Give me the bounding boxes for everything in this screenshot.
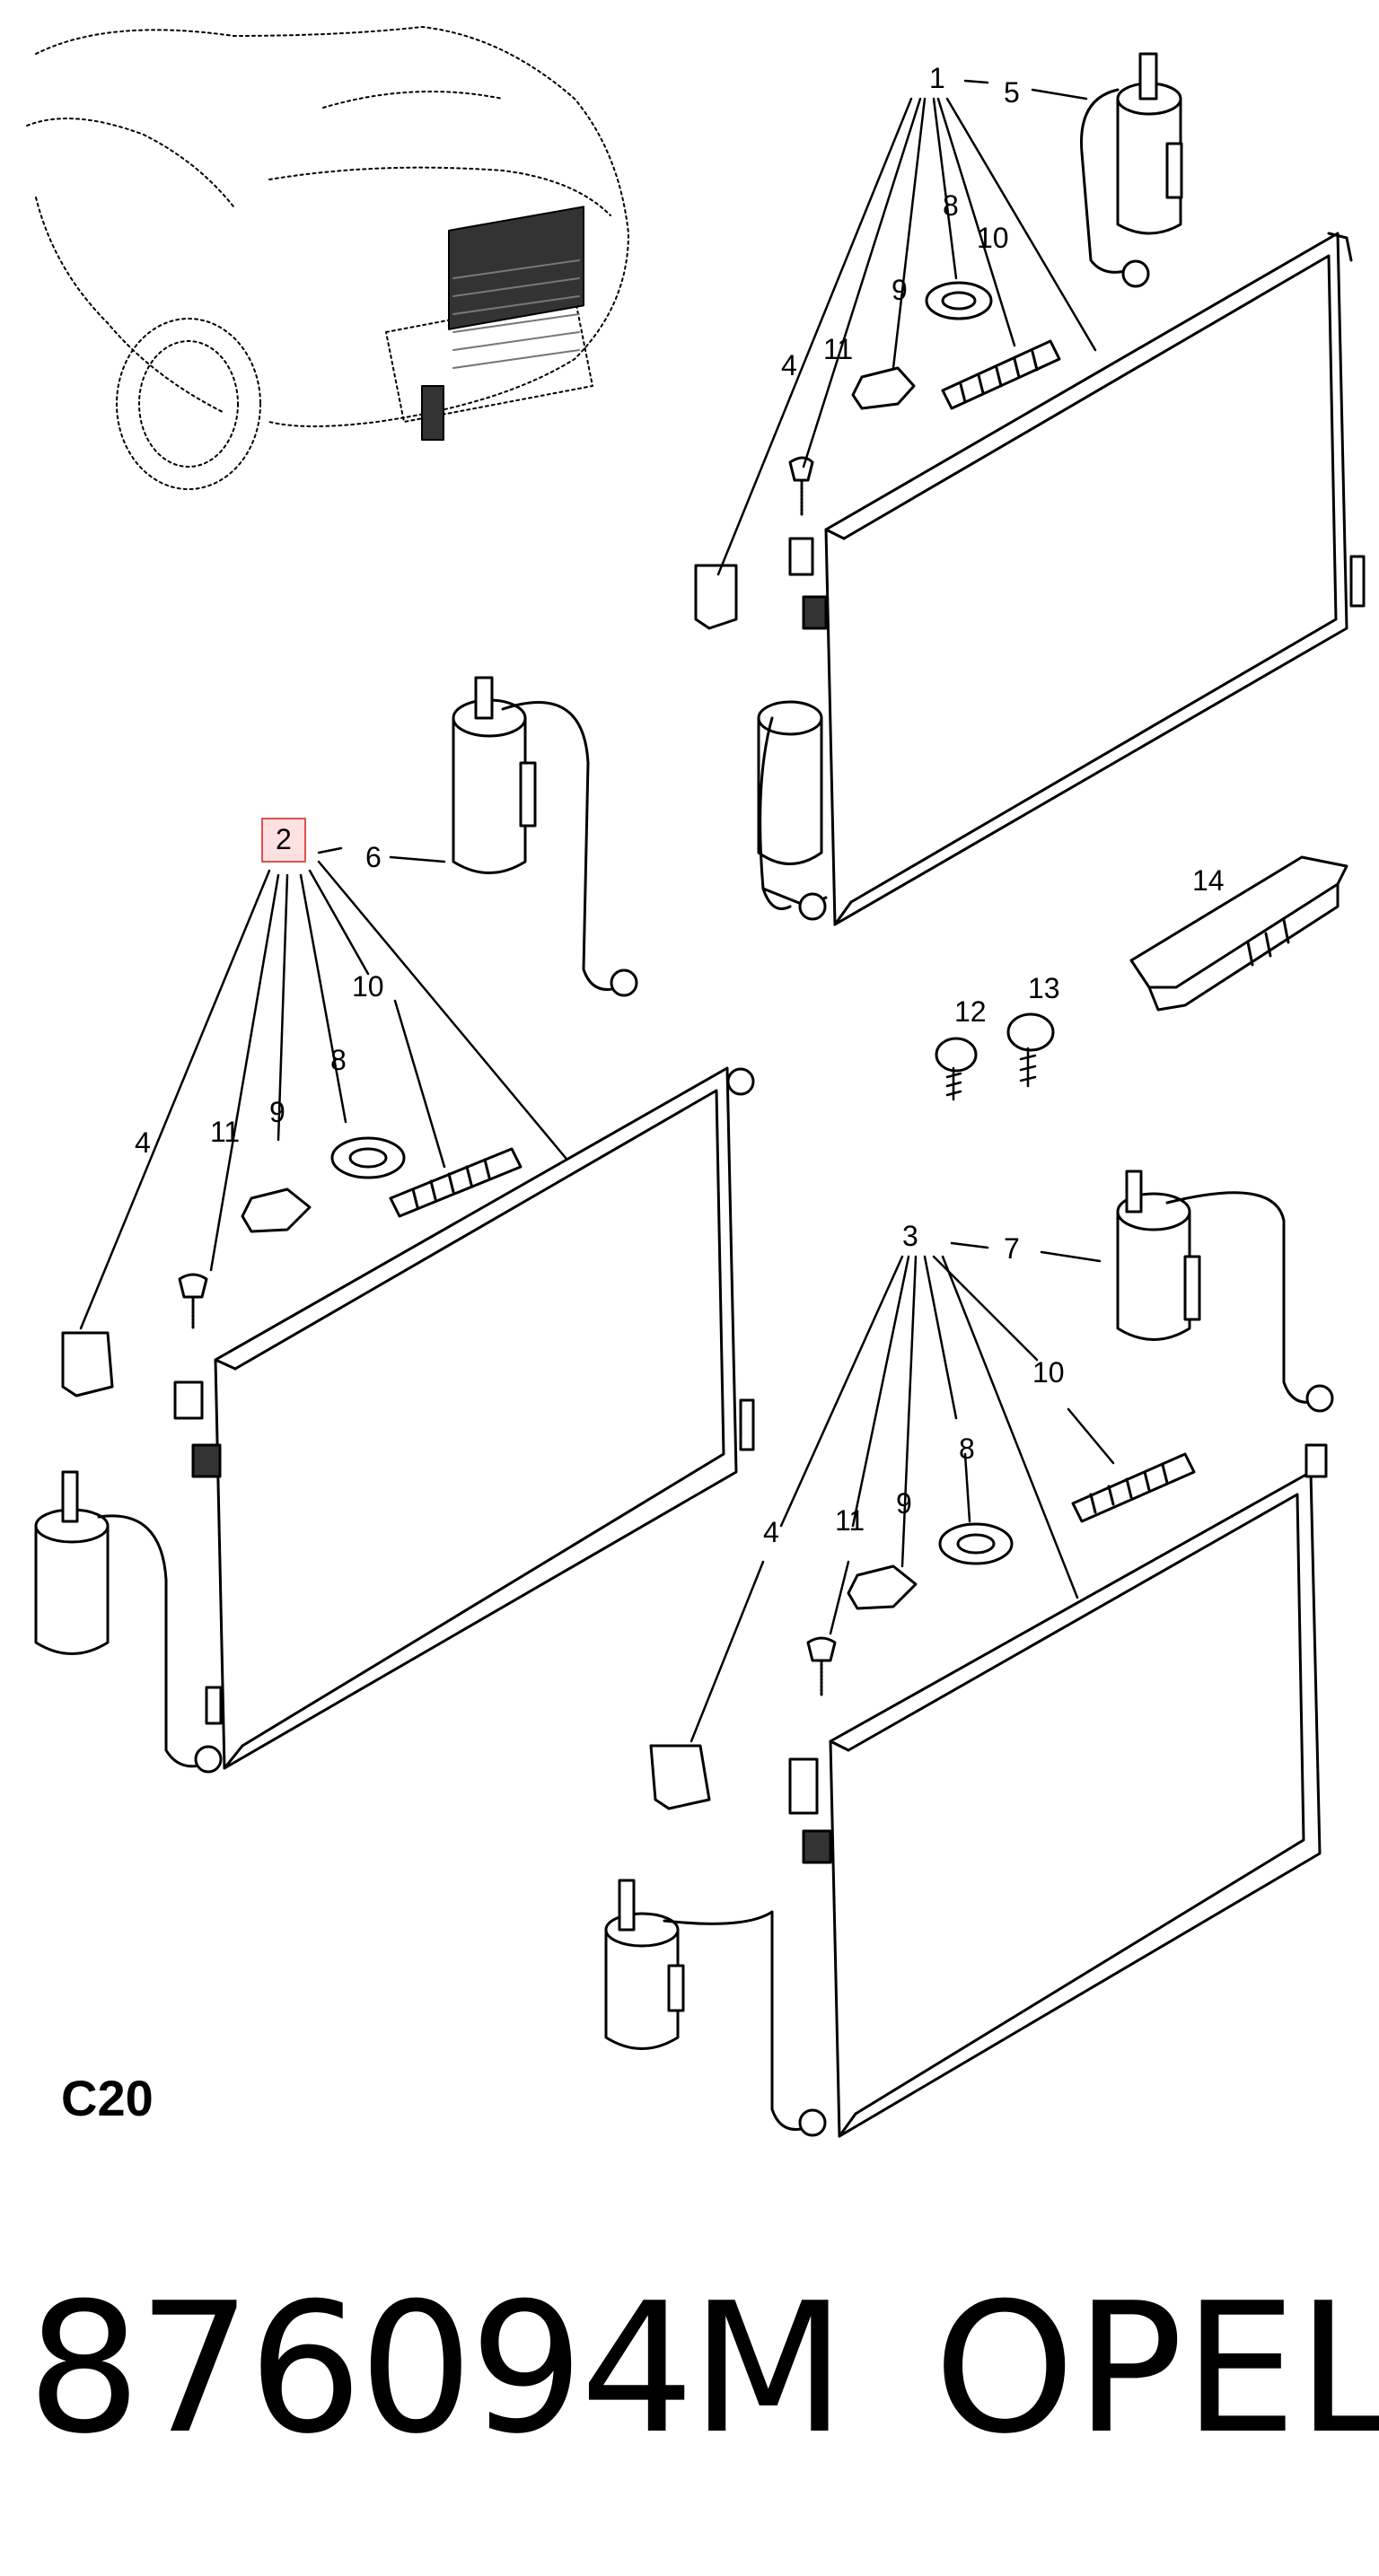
leader-lines-2 xyxy=(79,846,567,1330)
part-number: 876094M xyxy=(27,2265,846,2474)
condenser-assembly-3 xyxy=(604,1443,1328,2138)
mounting-parts-2 xyxy=(61,1136,523,1398)
callout-10: 10 xyxy=(977,222,1009,254)
callout-9: 9 xyxy=(892,274,908,306)
callout-9: 9 xyxy=(896,1487,912,1520)
screws-12-13 xyxy=(935,1012,1055,1101)
callout-2: 2 xyxy=(276,823,292,855)
mounting-parts-1 xyxy=(694,281,1061,630)
condenser-assembly-2 xyxy=(34,1066,755,1774)
callout-7: 7 xyxy=(1004,1232,1020,1265)
callout-8: 8 xyxy=(943,189,959,222)
callout-8: 8 xyxy=(330,1044,347,1076)
receiver-drier-6 xyxy=(452,676,638,997)
receiver-drier-7 xyxy=(1116,1170,1334,1413)
callout-11: 11 xyxy=(823,333,853,365)
callout-labels: 1 5 8 10 9 11 4 2 6 10 8 9 11 4 14 12 13… xyxy=(135,62,1225,1548)
callout-11: 11 xyxy=(835,1504,865,1537)
callout-4: 4 xyxy=(781,349,797,381)
callout-4: 4 xyxy=(763,1516,779,1548)
callout-6: 6 xyxy=(365,841,382,873)
vehicle-grille xyxy=(421,206,584,441)
callout-9: 9 xyxy=(269,1096,285,1128)
brand-name: OPEL xyxy=(934,2265,1379,2474)
receiver-drier-5 xyxy=(1080,52,1183,288)
callout-5: 5 xyxy=(1004,76,1020,109)
callout-13: 13 xyxy=(1028,972,1060,1004)
mounting-parts-3 xyxy=(649,1452,1196,1810)
callout-4: 4 xyxy=(135,1126,151,1159)
leader-lines-1 xyxy=(716,79,1097,576)
callout-11: 11 xyxy=(210,1116,240,1148)
highlighted-callout-box xyxy=(261,818,306,863)
callout-10: 10 xyxy=(1032,1356,1065,1389)
callout-1: 1 xyxy=(929,62,945,94)
section-code: C20 xyxy=(61,2070,154,2126)
air-guide-bracket-14 xyxy=(1129,855,1348,1012)
callout-14: 14 xyxy=(1192,864,1225,897)
callout-10: 10 xyxy=(352,970,384,1003)
callout-8: 8 xyxy=(959,1433,975,1465)
callout-12: 12 xyxy=(954,995,987,1028)
condenser-assembly-1 xyxy=(757,232,1366,926)
leader-lines-3 xyxy=(690,1241,1115,1743)
callout-3: 3 xyxy=(902,1220,918,1252)
